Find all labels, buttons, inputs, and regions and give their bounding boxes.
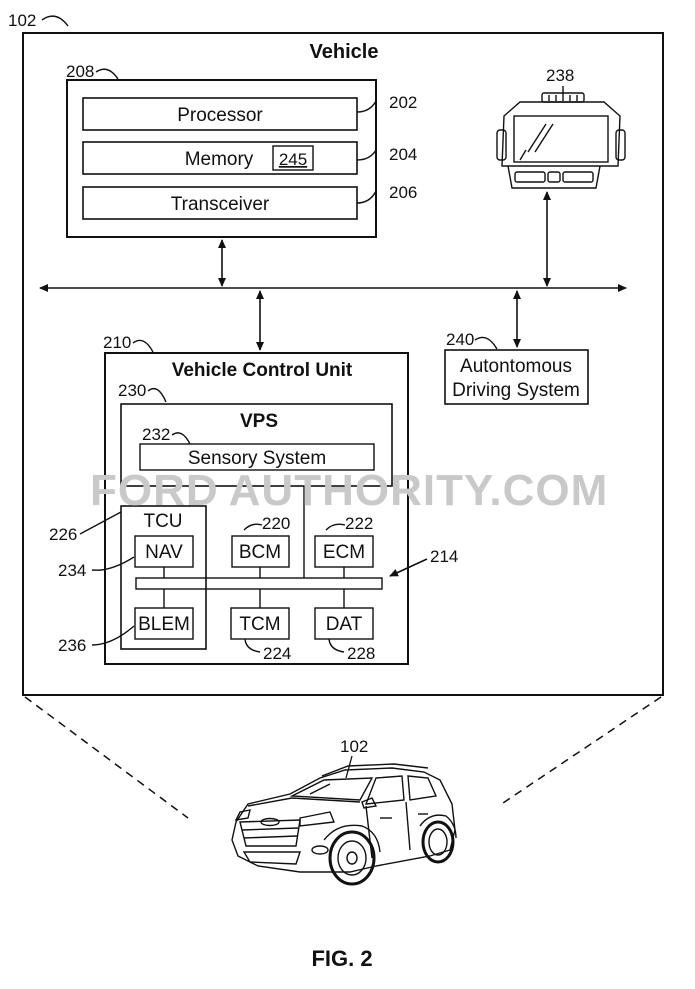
projection-line-left (24, 696, 189, 819)
nav-label: NAV (145, 542, 183, 563)
vcu-box (104, 352, 409, 665)
suv-car-icon (231, 763, 457, 886)
nav-ref: 234 (58, 561, 86, 580)
leader-line (328, 638, 345, 653)
processor-ref: 202 (389, 93, 417, 112)
vps-ref: 230 (118, 381, 146, 400)
memory-ref: 204 (389, 145, 417, 164)
computing-block-ref: 208 (66, 62, 94, 81)
figure-label: FIG. 2 (311, 946, 372, 971)
bus-ref: 214 (430, 547, 458, 566)
transceiver-ref: 206 (389, 183, 417, 202)
leader-line (356, 100, 377, 113)
watermark-brand: FORD (90, 466, 219, 515)
leader-line (147, 387, 167, 403)
leader-line (95, 68, 119, 80)
tcm-ref: 224 (263, 644, 291, 663)
tcm-label: TCM (239, 614, 280, 635)
leader-line (79, 511, 122, 535)
leader-line (345, 755, 353, 779)
processor-box: Processor (82, 97, 358, 131)
infotainment-display-icon (496, 86, 626, 189)
leader-line (356, 190, 377, 204)
processor-label: Processor (177, 105, 263, 126)
leader-line (356, 149, 377, 161)
transceiver-label: Transceiver (171, 194, 270, 215)
bcm-ref: 220 (262, 514, 290, 533)
leader-line (244, 638, 261, 653)
leader-line (243, 523, 263, 531)
memory-box: Memory 245 (82, 141, 358, 175)
blem-ref: 236 (58, 636, 86, 655)
bcm-label: BCM (239, 542, 281, 563)
tcu-box (120, 505, 207, 650)
leader-line (474, 336, 498, 350)
blem-label: BLEM (138, 614, 190, 635)
vcu-title: Vehicle Control Unit (172, 360, 353, 381)
tcu-ref: 226 (49, 525, 77, 544)
sensory-label: Sensory System (188, 448, 326, 469)
leader-line (91, 625, 135, 646)
vehicle-title: Vehicle (310, 41, 379, 63)
vps-box (120, 403, 393, 487)
sensory-ref: 232 (142, 425, 170, 444)
vehicle-frame (22, 32, 664, 696)
computing-block (66, 79, 377, 238)
vcu-ref: 210 (103, 333, 131, 352)
autonomous-line1: Autontomous (460, 356, 572, 377)
leader-line (132, 339, 154, 353)
dat-label: DAT (326, 614, 363, 635)
vps-title: VPS (240, 411, 278, 432)
memory-inner-ref: 245 (279, 150, 307, 169)
watermark-rest: AUTHORITY.COM (229, 466, 609, 515)
memory-label: Memory (185, 149, 254, 170)
bus-pointer-arrow (389, 558, 428, 577)
projection-line-right (499, 696, 662, 806)
leader-line (41, 15, 69, 27)
autonomous-line2: Driving System (452, 380, 580, 401)
ecm-label: ECM (323, 542, 365, 563)
leader-line (91, 556, 135, 571)
autonomous-box (444, 349, 589, 405)
internal-bus (135, 577, 383, 590)
ecm-ref: 222 (345, 514, 373, 533)
dat-ref: 228 (347, 644, 375, 663)
leader-line (171, 432, 191, 445)
vehicle-frame-ref: 102 (8, 11, 36, 30)
car-ref: 102 (340, 737, 368, 756)
memory-inner-box (272, 145, 314, 171)
leader-line (325, 523, 346, 531)
transceiver-box: Transceiver (82, 186, 358, 220)
sensory-box (139, 443, 375, 471)
autonomous-ref: 240 (446, 330, 474, 349)
display-unit-ref: 238 (546, 66, 574, 85)
tcu-title: TCU (143, 511, 182, 532)
